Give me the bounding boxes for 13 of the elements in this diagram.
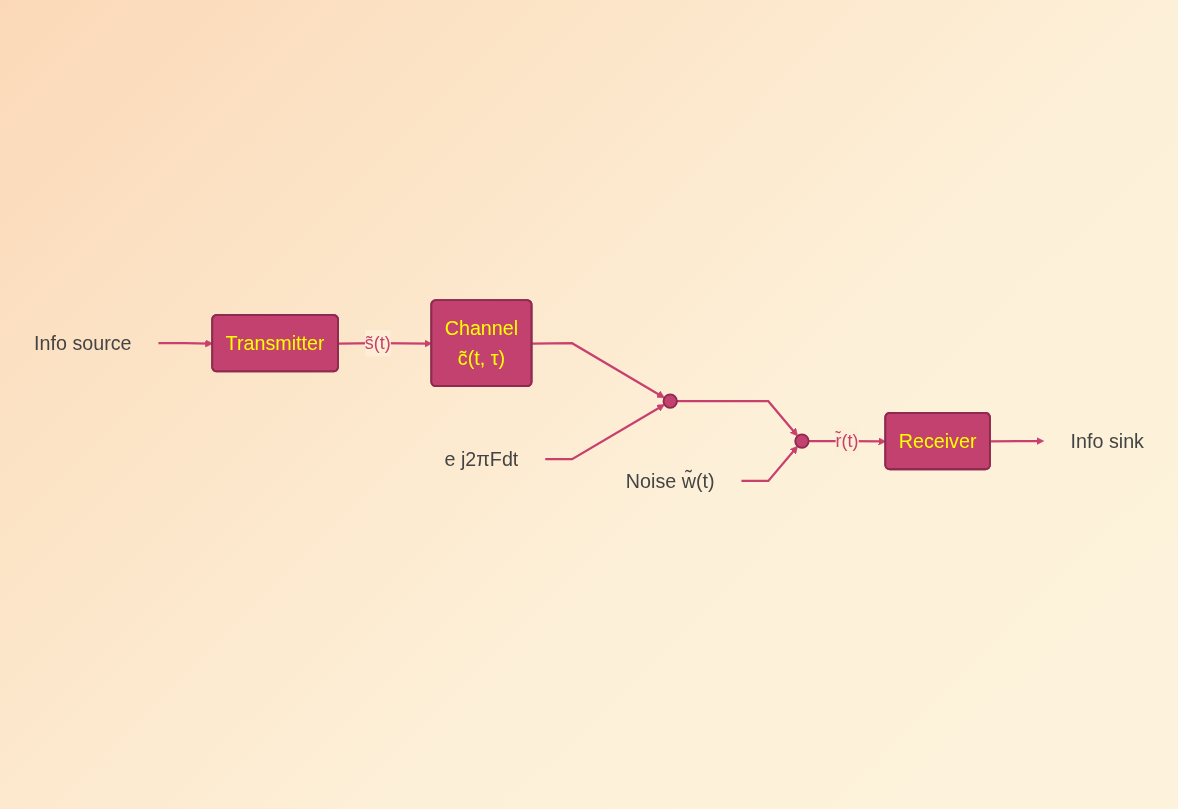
arrow	[676, 399, 798, 437]
arrow	[741, 445, 798, 482]
node-text: e j2πFdt	[444, 447, 519, 471]
node-text: Info source	[34, 331, 132, 355]
arrow	[990, 436, 1045, 445]
arrow	[158, 339, 213, 348]
node-text: Noise w̃(t)	[625, 469, 715, 492]
arrow	[545, 404, 665, 461]
edge-label: s̃(t)	[364, 333, 391, 353]
node-text: Info sink	[1070, 429, 1144, 453]
arrow	[532, 341, 665, 398]
node-circle	[662, 393, 678, 409]
node-circle	[794, 433, 810, 449]
